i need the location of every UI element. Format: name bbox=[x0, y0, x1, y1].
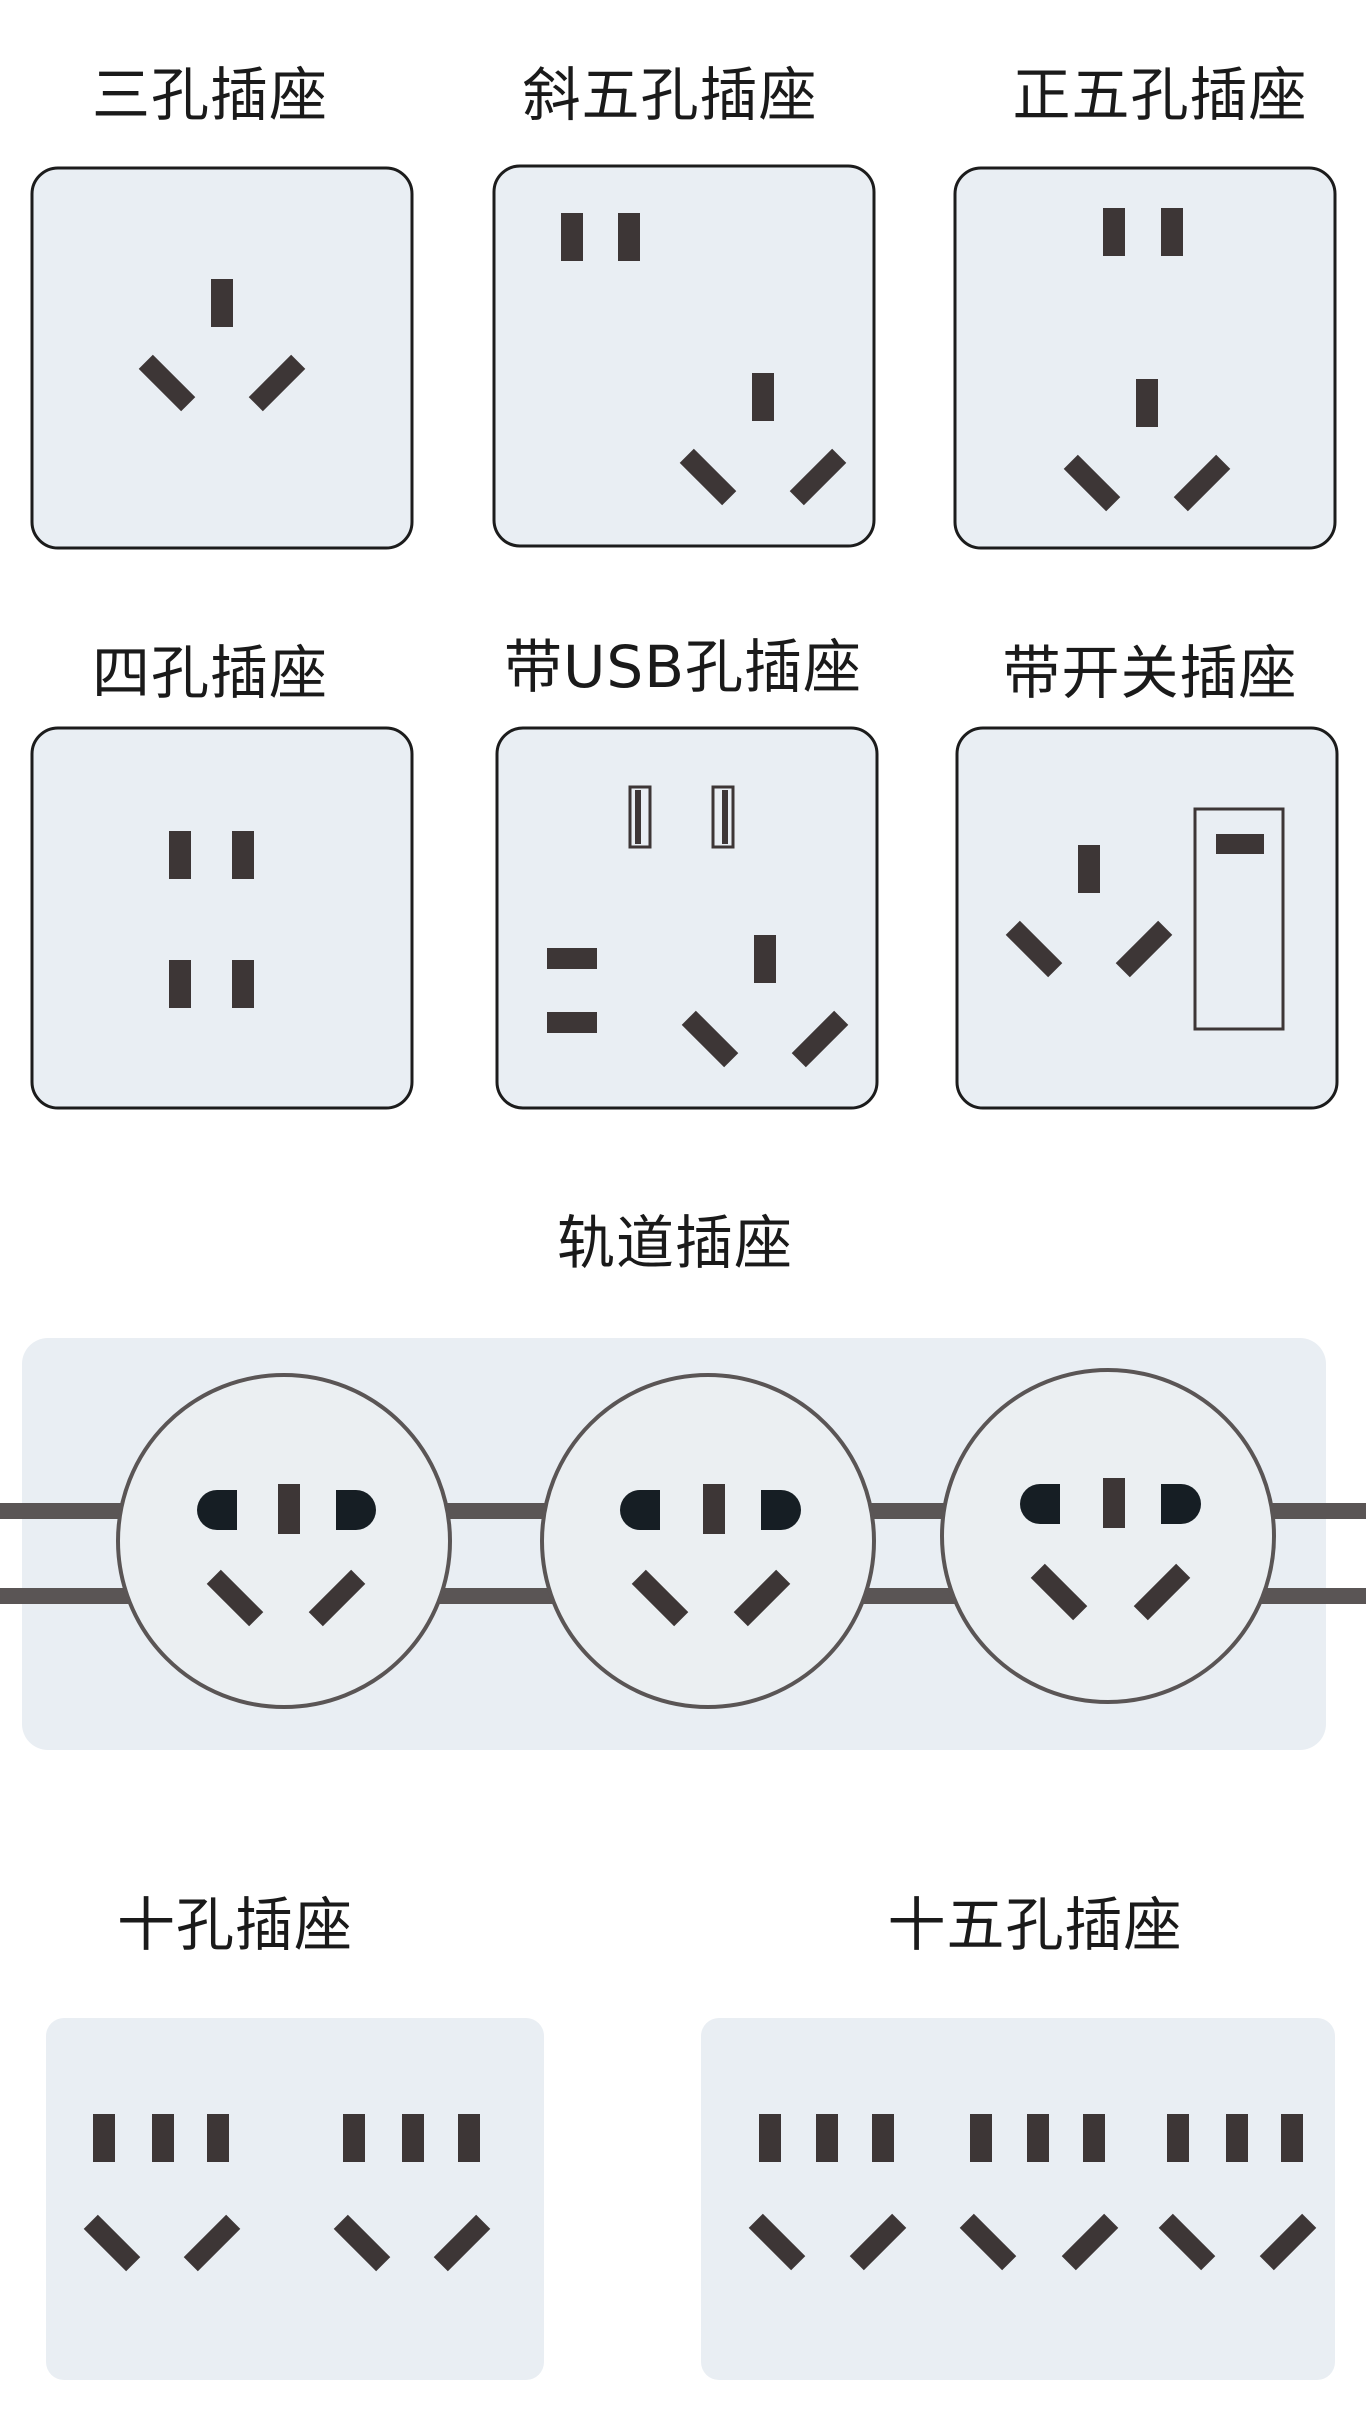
track-adapter bbox=[940, 1368, 1276, 1704]
three-hole-socket bbox=[30, 166, 414, 550]
label-track: 轨道插座 bbox=[556, 1209, 793, 1277]
label-ten-hole: 十孔插座 bbox=[116, 1891, 353, 1959]
straight-five-hole-socket bbox=[953, 166, 1337, 550]
switch-socket bbox=[955, 726, 1339, 1110]
ten-hole-socket bbox=[46, 2018, 544, 2380]
label-slanted-five-hole: 斜五孔插座 bbox=[522, 61, 818, 129]
track-adapter bbox=[540, 1373, 876, 1709]
track-socket bbox=[0, 1338, 1366, 1750]
label-three-hole: 三孔插座 bbox=[91, 61, 328, 129]
usb-port bbox=[628, 785, 652, 849]
usb-socket bbox=[495, 726, 879, 1110]
label-fifteen-hole: 十五孔插座 bbox=[887, 1891, 1183, 1959]
label-usb: 带USB孔插座 bbox=[503, 633, 863, 701]
label-straight-five-hole: 正五孔插座 bbox=[1012, 61, 1308, 129]
rocker-switch bbox=[1193, 807, 1285, 1031]
label-four-hole: 四孔插座 bbox=[91, 639, 328, 707]
four-hole-socket bbox=[30, 726, 414, 1110]
track-adapter bbox=[116, 1373, 452, 1709]
label-switch: 带开关插座 bbox=[1002, 639, 1298, 707]
slanted-five-hole-socket bbox=[492, 164, 876, 548]
fifteen-hole-socket bbox=[701, 2018, 1335, 2380]
usb-port bbox=[711, 785, 735, 849]
